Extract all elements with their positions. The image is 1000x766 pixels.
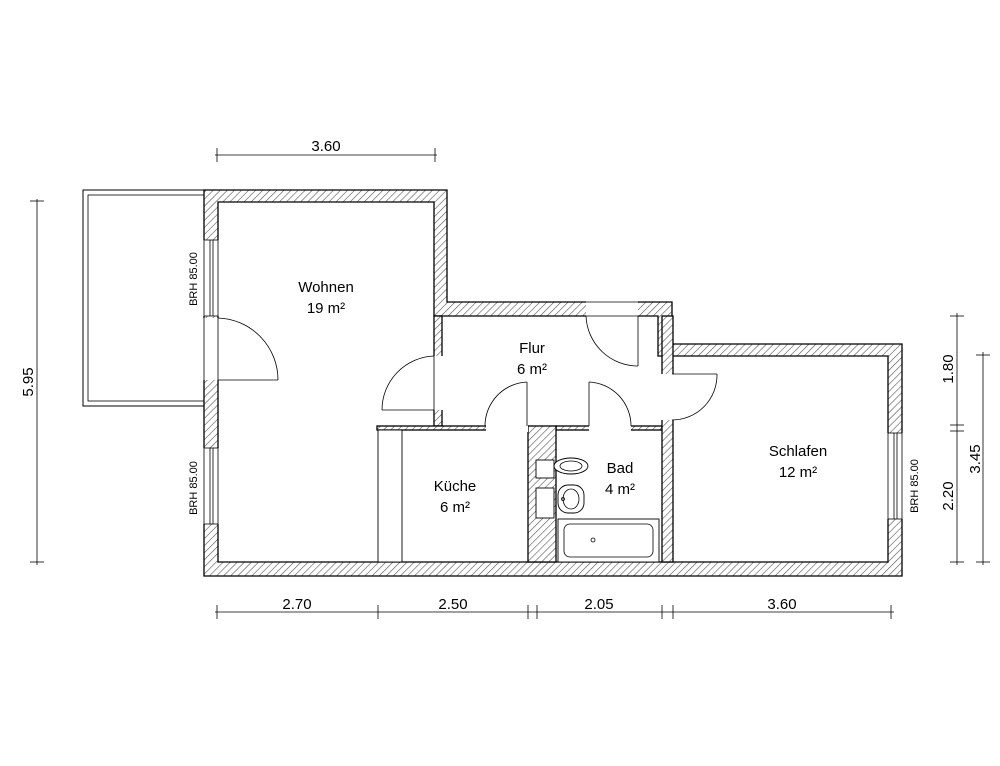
window-wohnen-lower — [203, 447, 219, 525]
balcony-door — [203, 317, 279, 381]
room-flur: Flur 6 m² — [517, 340, 547, 378]
room-wohnen: Wohnen 19 m² — [298, 279, 354, 317]
door-bad — [588, 381, 632, 432]
dimension-right-inner: 1.80 2.20 — [940, 313, 964, 565]
door-kueche — [484, 381, 528, 432]
dimension-bottom-label: 3.60 — [767, 596, 796, 613]
room-wohnen-name: Wohnen — [298, 279, 354, 296]
window-label: BRH 85.00 — [188, 461, 200, 515]
dimension-bottom: 2.70 2.50 2.05 3.60 — [215, 596, 894, 619]
window-label: BRH 85.00 — [188, 252, 200, 306]
window-label: BRH 85.00 — [909, 459, 921, 513]
window-wohnen-upper — [203, 239, 219, 317]
room-bad: Bad 4 m² — [605, 460, 635, 498]
dimension-right-outer: 3.45 — [967, 352, 990, 565]
dimension-right-label: 1.80 — [940, 354, 957, 383]
dimension-top: 3.60 — [215, 138, 437, 162]
dimension-right-outer-label: 3.45 — [967, 444, 984, 473]
kitchen-counter — [377, 429, 403, 563]
room-flur-area: 6 m² — [517, 361, 547, 378]
room-kueche-name: Küche — [434, 478, 477, 495]
dimension-left-label: 5.95 — [20, 367, 37, 396]
dimension-bottom-label: 2.70 — [282, 596, 311, 613]
room-schlafen-name: Schlafen — [769, 443, 827, 460]
room-schlafen: Schlafen 12 m² — [769, 443, 827, 481]
room-bad-area: 4 m² — [605, 481, 635, 498]
door-flur-wohnen — [381, 355, 443, 411]
dimension-right-label: 2.20 — [940, 481, 957, 510]
door-entrance — [585, 301, 639, 367]
room-wohnen-area: 19 m² — [307, 300, 345, 317]
door-schlafen — [661, 373, 718, 421]
toilet-tank — [535, 459, 555, 479]
room-bad-name: Bad — [607, 460, 634, 477]
bath-fixtures — [535, 457, 660, 563]
room-kueche-area: 6 m² — [440, 499, 470, 516]
toilet-bowl — [553, 457, 589, 475]
washbasin — [557, 484, 585, 514]
room-flur-name: Flur — [519, 340, 545, 357]
dimension-bottom-label: 2.50 — [438, 596, 467, 613]
dimension-left: 5.95 — [20, 199, 44, 565]
dimension-top-label: 3.60 — [311, 138, 340, 155]
room-kueche: Küche 6 m² — [434, 478, 477, 516]
washbasin-counter — [535, 487, 555, 519]
bathtub — [557, 518, 660, 563]
balcony — [82, 189, 205, 407]
window-schlafen — [887, 432, 903, 520]
dimension-bottom-label: 2.05 — [584, 596, 613, 613]
room-schlafen-area: 12 m² — [779, 464, 817, 481]
